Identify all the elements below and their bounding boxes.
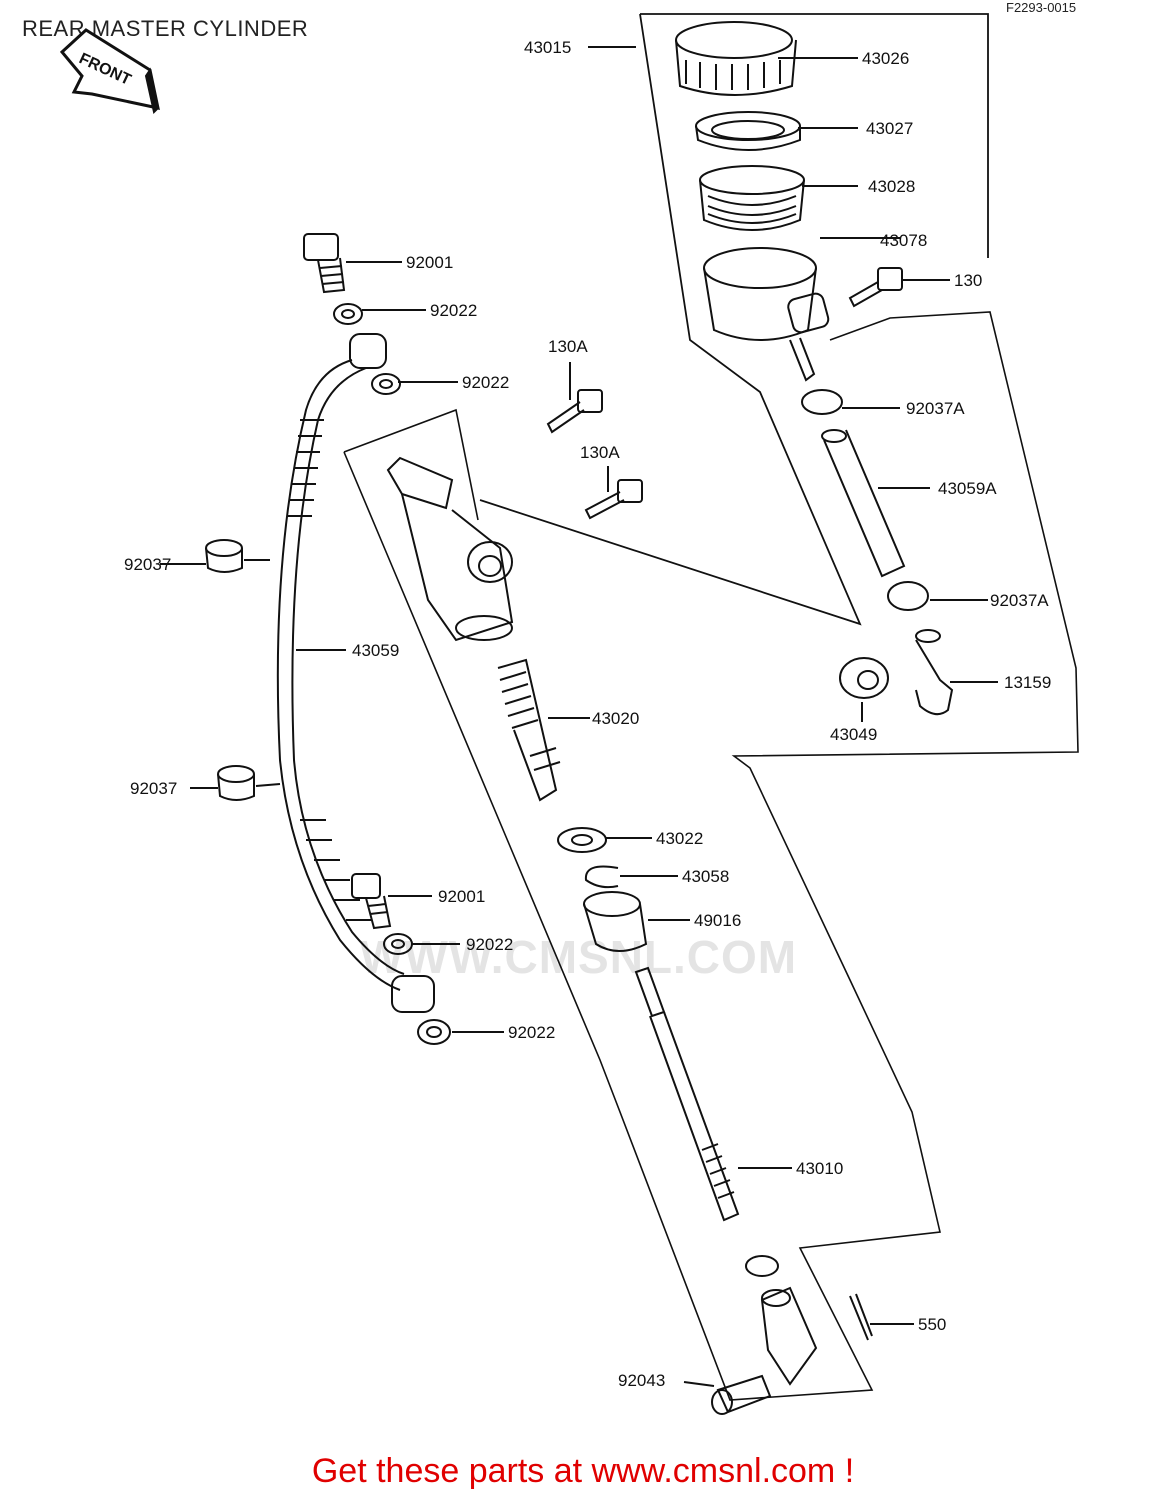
label-92022-d: 92022	[508, 1023, 555, 1042]
label-130A-b: 130A	[580, 443, 620, 462]
label-130A-a: 130A	[548, 337, 588, 356]
label-92022-c: 92022	[466, 935, 513, 954]
diaphragm-43028	[699, 165, 805, 231]
reservoir-group-outline	[479, 13, 989, 626]
hose-clamp-92037-b	[217, 765, 255, 801]
label-43059A: 43059A	[938, 479, 997, 498]
label-43058: 43058	[682, 867, 729, 886]
master-cylinder-body	[386, 456, 514, 642]
label-43010: 43010	[796, 1159, 843, 1178]
figure-code: F2293-0015	[1006, 0, 1077, 15]
cta-banner[interactable]: Get these parts at www.cmsnl.com !	[311, 1452, 855, 1490]
reservoir-cap-43026	[675, 21, 797, 96]
diagram-title: REAR MASTER CYLINDER	[22, 16, 309, 41]
washer-92022-c	[383, 933, 413, 955]
label-92001-top: 92001	[406, 253, 453, 272]
diaphragm-plate-43027	[695, 111, 801, 151]
master-cylinder-outline	[343, 311, 1079, 1401]
pin-92043	[711, 1374, 772, 1415]
label-92043: 92043	[618, 1371, 665, 1390]
label-43026: 43026	[862, 49, 909, 68]
bolt-130	[848, 267, 903, 308]
hose-clamp-92037-a	[205, 539, 243, 573]
label-550: 550	[918, 1315, 946, 1334]
label-130: 130	[954, 271, 982, 290]
label-92037-a: 92037	[124, 555, 171, 574]
bolt-130A-b	[584, 479, 643, 520]
washer-92022-a	[333, 303, 363, 325]
label-92001-lower: 92001	[438, 887, 485, 906]
label-43027: 43027	[866, 119, 913, 138]
label-43049: 43049	[830, 725, 877, 744]
washer-92022-b	[371, 373, 401, 395]
elbow-13159	[915, 629, 954, 716]
washer-92022-d	[417, 1019, 451, 1045]
front-arrow-icon: FRONT	[59, 28, 160, 114]
clevis-assembly	[745, 1255, 818, 1386]
label-43022: 43022	[656, 829, 703, 848]
label-43078: 43078	[880, 231, 927, 250]
label-13159: 13159	[1004, 673, 1051, 692]
circlip-43058	[584, 865, 619, 889]
banjo-bolt-92001-lower	[351, 873, 392, 930]
label-43059: 43059	[352, 641, 399, 660]
label-43015: 43015	[524, 38, 571, 57]
reservoir-43078	[703, 247, 830, 382]
hose-clamp-92037A-a	[801, 389, 843, 415]
label-92037-b: 92037	[130, 779, 177, 798]
push-rod-43010	[634, 966, 740, 1222]
watermark-text: WWW.CMSNL.COM	[360, 931, 798, 983]
brake-hose-43059	[276, 333, 435, 1013]
label-92022-b: 92022	[462, 373, 509, 392]
dust-boot-49016	[583, 891, 648, 952]
label-43028: 43028	[868, 177, 915, 196]
hose-clamp-92037A-b	[887, 581, 929, 611]
exploded-parts-diagram: FRONT	[59, 13, 1079, 1415]
label-49016: 49016	[694, 911, 741, 930]
reservoir-hose-43059A	[821, 429, 906, 578]
label-92037A-b: 92037A	[990, 591, 1049, 610]
label-92022-a: 92022	[430, 301, 477, 320]
piston-43020	[497, 658, 561, 802]
stopper-washer-43022	[557, 827, 607, 853]
bolt-130A-a	[546, 389, 603, 434]
grommet-43049	[839, 657, 889, 699]
label-92037A-a: 92037A	[906, 399, 965, 418]
cotter-pin-550	[849, 1293, 873, 1341]
banjo-bolt-92001-top	[303, 233, 346, 294]
label-43020: 43020	[592, 709, 639, 728]
